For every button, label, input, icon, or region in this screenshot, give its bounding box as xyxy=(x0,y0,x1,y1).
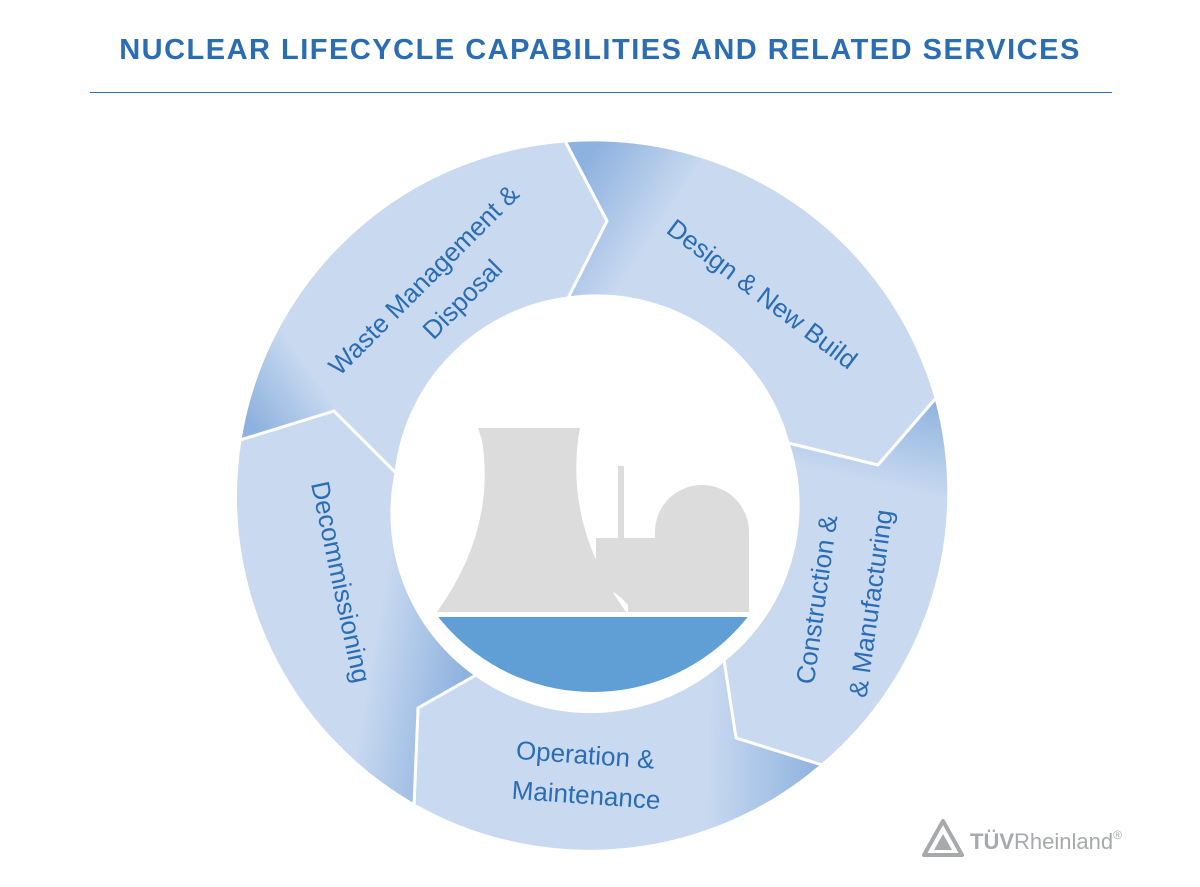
brand-name-part1: TÜV xyxy=(970,828,1014,854)
cooling-tower-icon xyxy=(437,428,626,612)
brand-name-part2: Rheinland xyxy=(1014,828,1114,854)
tuv-rheinland-logo: TÜVRheinland® xyxy=(922,818,1122,858)
title-divider xyxy=(90,92,1112,93)
brand-name: TÜVRheinland® xyxy=(970,815,1122,862)
water-band xyxy=(396,617,790,692)
segment-design-new-build xyxy=(563,138,938,467)
segment-waste-management-disposal xyxy=(238,139,609,475)
chimney-icon xyxy=(618,466,624,540)
power-plant-illustration xyxy=(396,428,790,692)
registered-mark: ® xyxy=(1113,827,1122,842)
triangle-logo-icon xyxy=(922,819,964,857)
reactor-building-icon xyxy=(596,485,749,612)
segment-decommissioning xyxy=(234,409,478,807)
page-title: NUCLEAR LIFECYCLE CAPABILITIES AND RELAT… xyxy=(119,34,1081,66)
